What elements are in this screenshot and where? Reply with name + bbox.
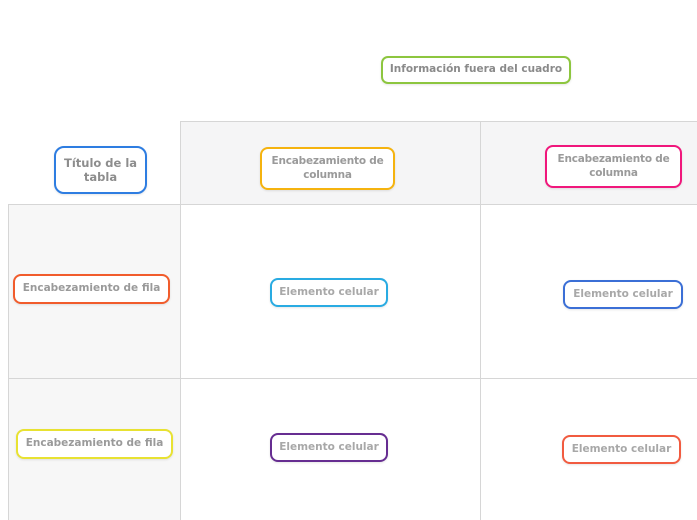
row-header-node-1[interactable]: Encabezamiento de fila [13,274,170,304]
cell-node-r2c1[interactable]: Elemento celular [270,433,388,462]
cell-node-r1c1[interactable]: Elemento celular [270,278,388,307]
column-header-node-1[interactable]: Encabezamiento de columna [260,147,395,190]
grid-line-row-divider [8,378,697,379]
grid-line-header-bottom [8,204,697,205]
column-header-node-2[interactable]: Encabezamiento de columna [545,145,682,188]
grid-line-left-edge [8,204,9,520]
grid-line-column-1 [180,121,181,520]
cell-node-r1c2[interactable]: Elemento celular [563,280,683,309]
grid-line-top [180,121,697,122]
outside-info-node[interactable]: Información fuera del cuadro [381,56,571,84]
cell-node-r2c2[interactable]: Elemento celular [562,435,681,464]
table-title-node[interactable]: Título de la tabla [54,146,147,194]
grid-line-column-2 [480,121,481,520]
table-header-column-band [8,204,180,520]
row-header-node-2[interactable]: Encabezamiento de fila [16,429,173,459]
